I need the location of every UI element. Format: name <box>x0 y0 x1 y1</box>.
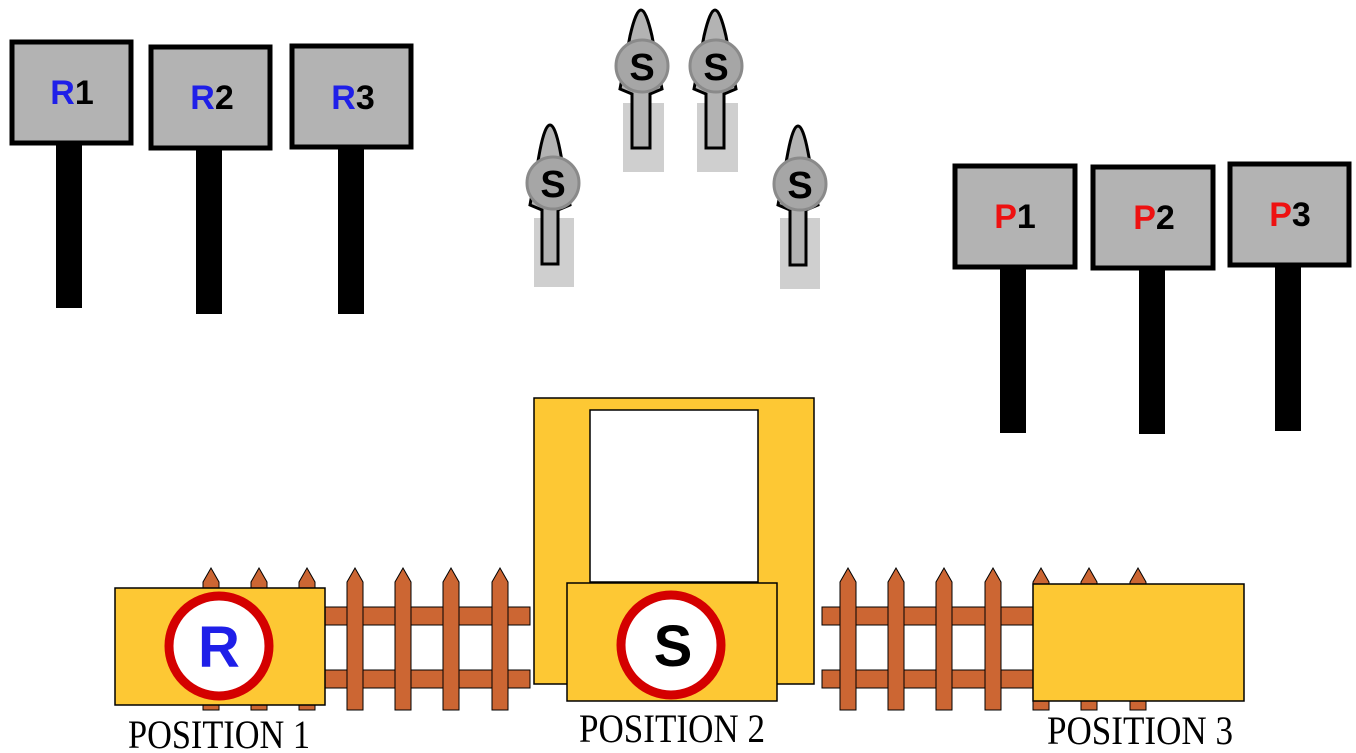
sign-p2[interactable]: P2 <box>1093 167 1213 434</box>
fence-picket <box>985 568 1001 710</box>
fence-picket <box>443 568 459 710</box>
sign-r3[interactable]: R3 <box>292 46 411 314</box>
fence-picket <box>347 568 363 710</box>
fence-picket <box>395 568 411 710</box>
fence-picket <box>936 568 952 710</box>
slot-position-3[interactable] <box>1033 584 1244 701</box>
sign-label: P3 <box>1269 196 1311 234</box>
sign-label: P2 <box>1133 199 1175 237</box>
s-token-1[interactable]: S <box>527 125 579 287</box>
sign-post <box>196 146 222 314</box>
sign-p3[interactable]: P3 <box>1230 164 1349 431</box>
frame-window <box>590 410 758 582</box>
sign-post <box>338 146 364 314</box>
sign-label: P1 <box>994 198 1036 236</box>
slot-position-2[interactable]: S <box>567 583 777 701</box>
token-letter: S <box>629 47 654 89</box>
position-3-label: POSITION 3 <box>1047 708 1233 753</box>
position-1-label: POSITION 1 <box>128 712 310 753</box>
sign-p1[interactable]: P1 <box>955 166 1075 433</box>
fence-picket <box>888 568 904 710</box>
sign-r2[interactable]: R2 <box>151 47 270 314</box>
sign-post <box>56 140 82 308</box>
sign-label: R3 <box>331 79 374 117</box>
sign-post <box>1139 267 1165 434</box>
sign-label: R1 <box>50 74 93 112</box>
s-token-3[interactable]: S <box>690 10 742 172</box>
sign-post <box>1275 264 1301 431</box>
fence-picket <box>840 568 856 710</box>
badge-letter: R <box>198 615 240 680</box>
token-letter: S <box>703 47 728 89</box>
position-2-label: POSITION 2 <box>579 706 765 751</box>
fence-picket <box>492 568 508 710</box>
badge-letter: S <box>654 614 693 679</box>
token-letter: S <box>787 165 812 207</box>
s-token-4[interactable]: S <box>774 126 826 289</box>
sign-label: R2 <box>190 79 233 117</box>
s-token-2[interactable]: S <box>616 10 668 172</box>
sign-r1[interactable]: R1 <box>12 42 131 308</box>
slot-box <box>1033 584 1244 701</box>
sign-post <box>1000 266 1026 433</box>
token-letter: S <box>540 164 565 206</box>
slot-position-1[interactable]: R <box>115 588 325 705</box>
